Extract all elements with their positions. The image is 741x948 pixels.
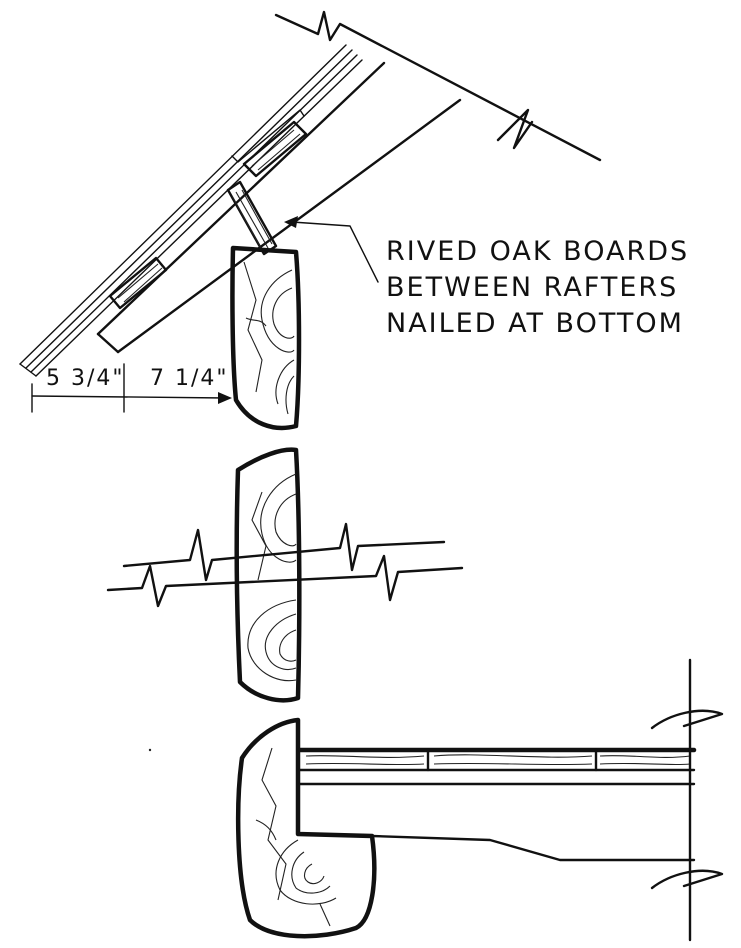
log-middle <box>234 447 302 703</box>
dimension-baseline <box>31 395 227 399</box>
joist-bottom <box>370 834 696 862</box>
ink-speck <box>148 748 152 752</box>
wall-break-symbol <box>106 522 464 608</box>
dimension-overhang-label: 5 3/4" <box>46 366 125 391</box>
roof-deck-line-3 <box>30 54 358 373</box>
callout-leader <box>291 221 379 283</box>
dimension-arrowhead <box>218 392 232 404</box>
roof-assembly <box>19 10 602 377</box>
floorboard-grain <box>305 754 691 766</box>
rafter-bottom-edge <box>116 98 462 354</box>
deck-step <box>231 109 305 163</box>
roof-deck-line-4 <box>35 59 363 377</box>
break-line-lower <box>106 554 464 608</box>
dimension-line <box>31 363 232 413</box>
log-bottom <box>235 717 377 939</box>
callout-line-3: NAILED AT BOTTOM <box>386 308 684 339</box>
callout-line-2: BETWEEN RAFTERS <box>386 272 679 303</box>
rafter-break-mark <box>496 108 534 150</box>
roof-deck-end <box>19 363 37 377</box>
floor-break-mark-upper <box>650 709 724 730</box>
roof-break-line <box>274 10 602 162</box>
break-line-upper <box>122 522 446 582</box>
roof-deck-line-2 <box>25 49 353 369</box>
dimension-rafter-label: 7 1/4" <box>150 366 229 391</box>
roof-deck-line-1 <box>19 44 347 365</box>
rafter-tail-cut <box>96 332 120 354</box>
rived-oak-board <box>226 180 278 256</box>
purlin-lower <box>108 256 168 310</box>
log-top <box>230 245 302 431</box>
purlin-upper <box>242 120 308 178</box>
floor-assembly <box>297 658 724 942</box>
callout-line-1: RIVED OAK BOARDS <box>386 236 690 267</box>
floor-break-mark-lower <box>650 869 724 890</box>
leader-arrowhead <box>284 216 298 228</box>
rafter-top-edge <box>96 61 386 336</box>
